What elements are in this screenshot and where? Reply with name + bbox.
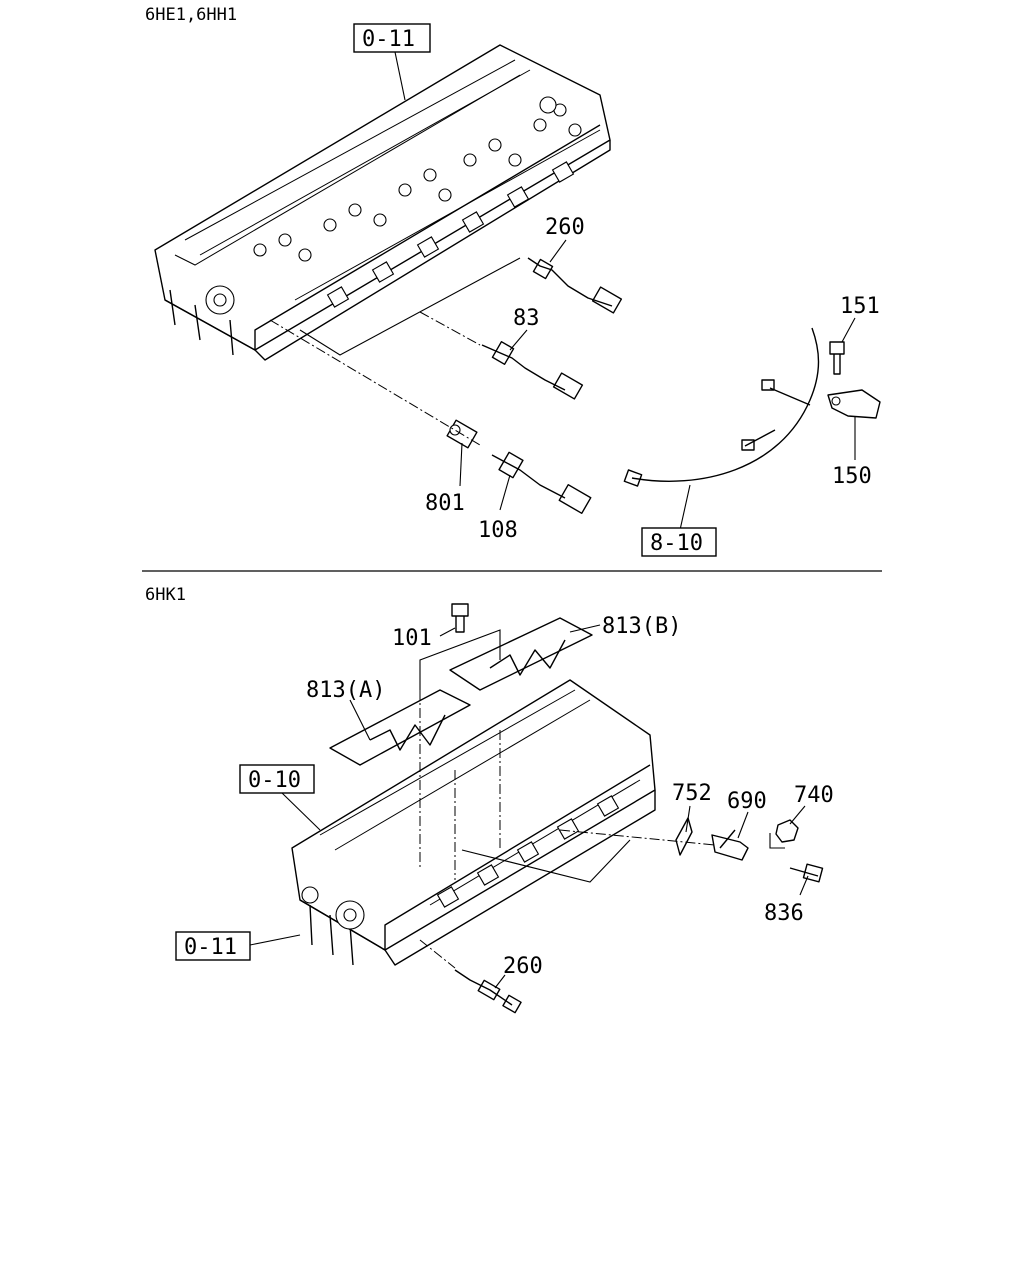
callout-ref-cover: 0-10: [248, 768, 301, 793]
install-line: [559, 829, 716, 846]
callout-690: 690: [727, 789, 767, 814]
callout-740: 740: [794, 783, 834, 808]
cylinder-head-drawing: [154, 44, 611, 361]
install-line: [269, 319, 481, 446]
bracket-line: [769, 833, 785, 849]
bracket-line: [461, 839, 631, 883]
callout-260: 260: [545, 215, 585, 240]
callout-260: 260: [503, 954, 543, 979]
sensor-108: [491, 451, 592, 514]
bolt-151: [829, 341, 845, 375]
callout-108: 108: [478, 518, 518, 543]
section-6hk1: 6HK1: [145, 585, 834, 1014]
bracket-line: [419, 629, 501, 690]
callout-101: 101: [392, 626, 432, 651]
callout-836: 836: [764, 901, 804, 926]
callout-ref-harness: 8-10: [650, 531, 703, 556]
bracket-line: [299, 257, 521, 356]
callout-813b: 813(B): [602, 614, 681, 639]
clip-bracket-150: [827, 389, 881, 419]
callout-752: 752: [672, 781, 712, 806]
callout-ref-head: 0-11: [362, 27, 415, 52]
cylinder-head-drawing: [291, 679, 656, 966]
bolt-836: [789, 863, 824, 883]
section-header: 6HK1: [145, 585, 186, 605]
install-line: [419, 311, 481, 346]
head-ports-row: [436, 795, 620, 908]
ref-box-harness: [641, 527, 717, 557]
sensor-690: [711, 829, 749, 861]
gasket-813a: [329, 689, 471, 766]
head-ports-row: [326, 161, 575, 308]
temp-sensor-260: [527, 257, 623, 314]
head-valve-seats: [205, 96, 582, 315]
install-line: [419, 939, 456, 969]
callout-150: 150: [832, 464, 872, 489]
wiring-harness: [623, 327, 820, 487]
section-header: 6HE1,6HH1: [145, 5, 237, 25]
ref-box-head: [353, 23, 431, 53]
callout-801: 801: [425, 491, 465, 516]
bolt-101: [451, 603, 469, 633]
leader-lines: [249, 624, 809, 989]
nut-740: [775, 819, 799, 843]
sensor-83: [481, 341, 584, 400]
callout-813a: 813(A): [306, 678, 385, 703]
callout-83: 83: [513, 306, 540, 331]
gasket-752: [675, 817, 693, 856]
callout-ref-head: 0-11: [184, 935, 237, 960]
gasket-813b: [449, 617, 593, 691]
section-6he1-6hh1: 6HE1,6HH1: [145, 5, 881, 557]
ref-box-head: [175, 931, 251, 961]
ref-box-cover: [239, 764, 315, 794]
leader-lines: [394, 51, 856, 531]
callout-151: 151: [840, 294, 880, 319]
temp-sensor-260: [454, 969, 522, 1014]
